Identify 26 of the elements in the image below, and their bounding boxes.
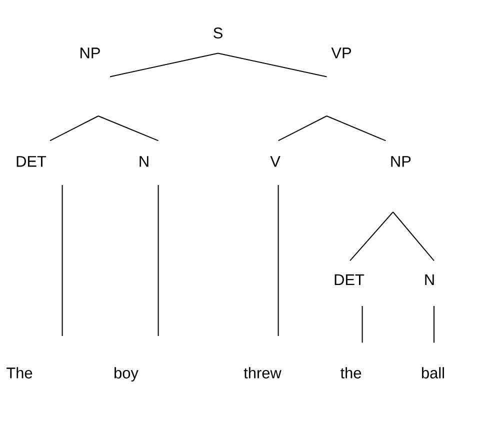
branch-line — [50, 116, 99, 142]
category-label: N — [425, 274, 434, 285]
branch-line — [326, 116, 386, 142]
category-label: N — [140, 156, 148, 167]
branch-line — [278, 116, 328, 142]
category-label: DET — [16, 156, 46, 167]
branch-line — [362, 306, 363, 344]
category-label: NP — [391, 156, 411, 167]
word-label: threw — [244, 367, 282, 378]
branch-line — [392, 212, 434, 262]
word-label: ball — [422, 367, 444, 378]
word-label: boy — [114, 367, 138, 382]
word-label: the — [340, 367, 362, 378]
category-label: NP — [80, 48, 100, 58]
branch-line — [62, 184, 63, 336]
category-label: DET — [334, 274, 364, 285]
branch-line — [350, 212, 394, 262]
branch-line — [110, 52, 218, 78]
category-label: VP — [331, 48, 351, 58]
branch-line — [218, 52, 328, 78]
branch-line — [98, 116, 159, 142]
branch-line — [158, 184, 159, 336]
category-label: S — [214, 28, 222, 38]
category-label: V — [270, 156, 280, 167]
word-label: The — [6, 367, 32, 378]
branch-line — [278, 184, 279, 336]
